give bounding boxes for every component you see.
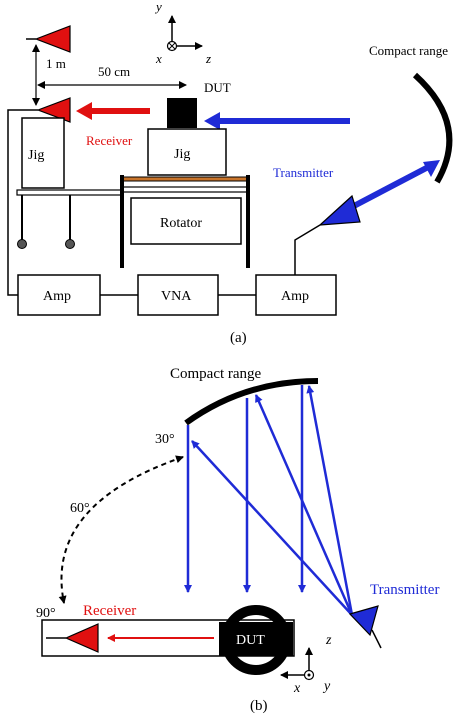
caption-b: (b) bbox=[250, 698, 268, 714]
left-jig-label: Jig bbox=[28, 148, 44, 163]
receiver-label-b: Receiver bbox=[83, 603, 136, 619]
incident-rays bbox=[191, 385, 354, 616]
caption-a: (a) bbox=[230, 330, 247, 346]
amp-right-label: Amp bbox=[281, 289, 309, 304]
left-table-wheel bbox=[17, 239, 27, 249]
receiver-label: Receiver bbox=[86, 133, 133, 148]
compact-range-label: Compact range bbox=[369, 43, 448, 58]
receiver-antenna-icon-b bbox=[64, 623, 99, 653]
transmitter-antenna-icon-b bbox=[348, 605, 379, 637]
left-jig bbox=[21, 117, 65, 189]
axes-b: z x y bbox=[280, 633, 332, 696]
vna-label: VNA bbox=[161, 289, 192, 304]
axis-z-label-b: z bbox=[325, 633, 332, 648]
receiver-antenna-icon bbox=[36, 97, 71, 123]
reference-antenna-icon bbox=[34, 25, 71, 53]
axis-x-label: x bbox=[155, 51, 162, 66]
rotator-box bbox=[130, 197, 242, 245]
turntable-plate bbox=[121, 186, 249, 193]
transmitter-label-b: Transmitter bbox=[370, 582, 439, 598]
dimension-1m-label: 1 m bbox=[46, 56, 66, 71]
reflected-rays bbox=[184, 385, 306, 593]
amp-left-box bbox=[17, 274, 101, 316]
axis-x-label-b: x bbox=[293, 681, 301, 696]
dut-label-b: DUT bbox=[236, 633, 265, 648]
dut-label: DUT bbox=[204, 80, 231, 95]
axes-a: y x z bbox=[154, 0, 211, 66]
rotation-angle-arc bbox=[58, 455, 184, 604]
transmitter-feed-arrow bbox=[423, 160, 440, 177]
amp-left-label: Amp bbox=[43, 289, 71, 304]
axis-z-label: z bbox=[205, 51, 211, 66]
incident-wave-arrow bbox=[204, 112, 220, 130]
angle-60-label: 60° bbox=[70, 501, 90, 516]
angle-90-label: 90° bbox=[36, 606, 56, 621]
receiver-signal-arrow bbox=[76, 102, 92, 120]
rotator-label: Rotator bbox=[160, 216, 202, 231]
right-jig bbox=[147, 128, 227, 176]
compact-range-label-b: Compact range bbox=[170, 366, 262, 382]
compact-range-reflector-b bbox=[184, 378, 319, 426]
right-jig-label: Jig bbox=[174, 147, 190, 162]
turntable-top bbox=[121, 176, 249, 182]
left-table-wheel bbox=[65, 239, 75, 249]
left-table-top bbox=[16, 189, 122, 196]
dimension-50cm-label: 50 cm bbox=[98, 64, 130, 79]
panel-a: y x z 1 m 50 cm Receiver DUT Compact ran… bbox=[7, 0, 453, 346]
transmitter-label: Transmitter bbox=[273, 165, 334, 180]
compact-range-reflector bbox=[412, 72, 453, 184]
panel-b: Compact range 30° 60° 90° DUT Receiv bbox=[36, 366, 439, 714]
amp-right-box bbox=[255, 274, 337, 316]
dut-block bbox=[167, 98, 197, 128]
axis-y-label-b: y bbox=[322, 679, 331, 694]
dut-block-b bbox=[219, 622, 293, 656]
transmitter-antenna-icon bbox=[318, 194, 361, 226]
angle-30-label: 30° bbox=[155, 432, 175, 447]
axis-y-label: y bbox=[154, 0, 162, 14]
